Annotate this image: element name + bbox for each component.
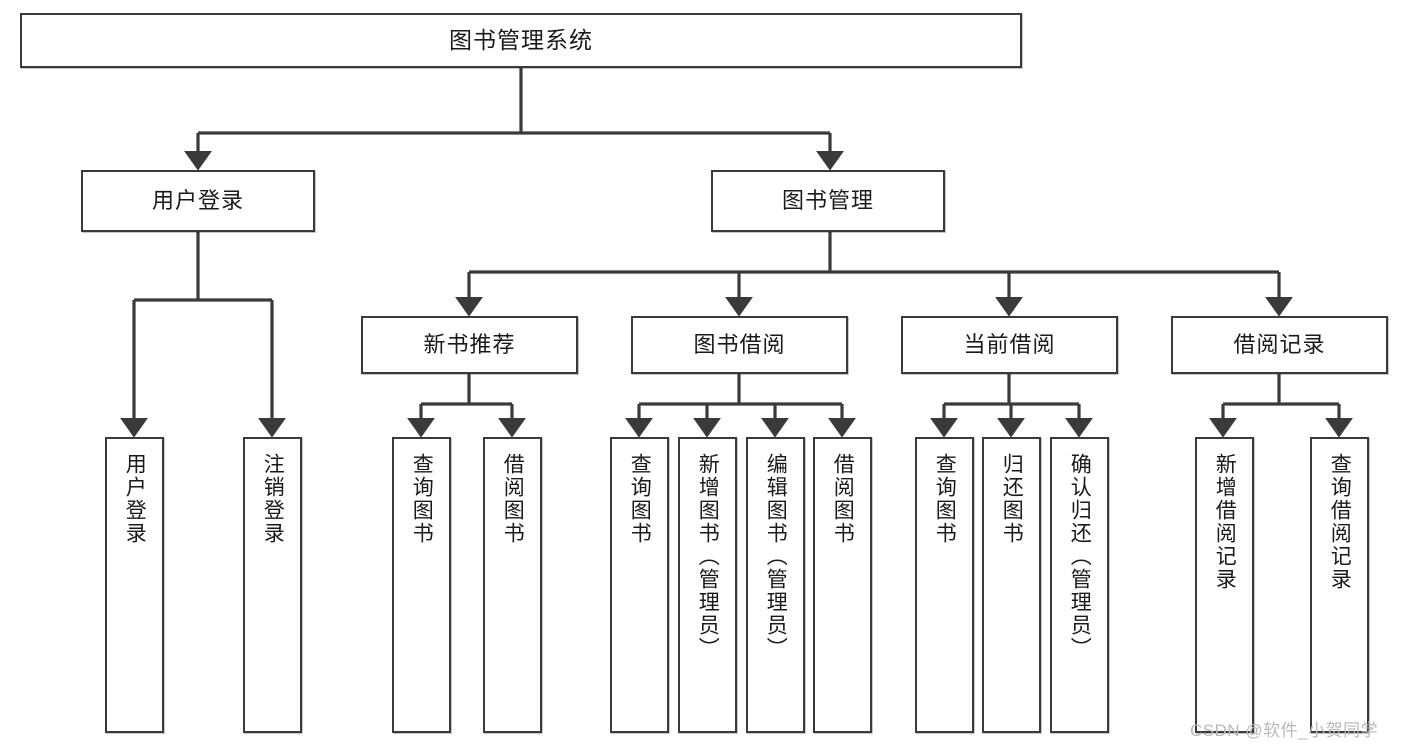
node-label: 图书管理系统 (449, 27, 593, 54)
node-label: 新书推荐 (423, 331, 516, 357)
node-borrow-record[interactable]: 借阅记录 (1171, 316, 1388, 374)
node-label: 借阅记录 (1233, 331, 1326, 357)
leaf-borrow-add-book-admin[interactable]: 新增图书（管理员） (678, 437, 737, 733)
leaf-record-add-borrow-record[interactable]: 新增借阅记录 (1195, 437, 1254, 733)
leaf-current-query-book[interactable]: 查询图书 (915, 437, 974, 733)
node-label: 查询图书 (628, 453, 652, 545)
leaf-user-login-logout[interactable]: 注销登录 (243, 437, 302, 733)
node-label: 归还图书 (1000, 453, 1024, 545)
node-label: 确认归还（管理员） (1068, 453, 1092, 660)
leaf-borrow-query-book[interactable]: 查询图书 (610, 437, 669, 733)
node-label: 图书借阅 (693, 331, 786, 357)
node-user-login[interactable]: 用户登录 (81, 170, 315, 232)
node-label: 新增借阅记录 (1213, 453, 1237, 591)
leaf-current-confirm-return-admin[interactable]: 确认归还（管理员） (1050, 437, 1109, 733)
node-label: 借阅图书 (501, 453, 525, 545)
leaf-recommend-query-book[interactable]: 查询图书 (392, 437, 451, 733)
node-label: 用户登录 (151, 187, 244, 213)
leaf-record-query-borrow-record[interactable]: 查询借阅记录 (1310, 437, 1369, 733)
node-label: 查询图书 (410, 453, 434, 545)
node-label: 查询图书 (933, 453, 957, 545)
leaf-recommend-borrow-book[interactable]: 借阅图书 (483, 437, 542, 733)
leaf-current-return-book[interactable]: 归还图书 (982, 437, 1041, 733)
node-label: 查询借阅记录 (1328, 453, 1352, 591)
node-label: 编辑图书（管理员） (764, 453, 788, 660)
node-current-borrow[interactable]: 当前借阅 (901, 316, 1118, 374)
node-label: 图书管理 (781, 187, 874, 213)
leaf-borrow-edit-book-admin[interactable]: 编辑图书（管理员） (746, 437, 805, 733)
node-label: 借阅图书 (831, 453, 855, 545)
node-label: 当前借阅 (963, 331, 1056, 357)
leaf-borrow-borrow-book[interactable]: 借阅图书 (813, 437, 872, 733)
node-book-borrow[interactable]: 图书借阅 (631, 316, 848, 374)
node-root-book-management-system[interactable]: 图书管理系统 (20, 13, 1022, 68)
node-book-management[interactable]: 图书管理 (711, 170, 945, 232)
node-new-book-recommendation[interactable]: 新书推荐 (361, 316, 578, 374)
node-label: 注销登录 (261, 453, 285, 545)
leaf-user-login-login[interactable]: 用户登录 (105, 437, 164, 733)
node-label: 用户登录 (123, 453, 147, 545)
node-label: 新增图书（管理员） (696, 453, 720, 660)
